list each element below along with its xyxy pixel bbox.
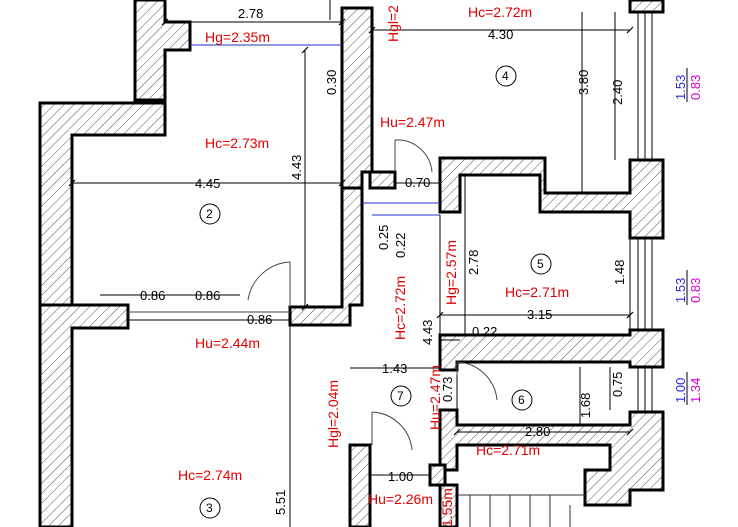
label-hu-2-26: Hu=2.26m <box>368 491 433 507</box>
label-hu-2-47-vertical: Hu=2.47m <box>427 365 443 430</box>
label-hu-2-47-top: Hu=2.47m <box>380 114 445 130</box>
window-frame-right <box>637 12 653 412</box>
dim-0-86-a: 0.86 <box>140 288 165 303</box>
room-marker-4: 4 <box>495 65 517 87</box>
room-marker-3: 3 <box>199 497 221 519</box>
dim-0-22-right: 0.22 <box>472 324 497 339</box>
room-marker-6: 6 <box>511 389 533 411</box>
room-marker-2: 2 <box>199 203 221 225</box>
window2-height: 0.83 <box>688 278 703 303</box>
room-number-7: 7 <box>397 389 404 403</box>
wall-center-mid <box>288 186 364 327</box>
label-hc-2-74: Hc=2.74m <box>178 467 242 483</box>
dim-2-40: 2.40 <box>610 80 625 105</box>
door-room7 <box>371 411 413 451</box>
stairs <box>457 494 585 527</box>
dim-2-80: 2.80 <box>525 424 550 439</box>
dim-2-78-right: 2.78 <box>466 250 481 275</box>
window1-width: 1.53 <box>673 75 688 100</box>
dim-0-86-b: 0.86 <box>195 288 220 303</box>
dim-4-45: 4.45 <box>195 176 220 191</box>
dim-2-78-top: 2.78 <box>238 6 263 21</box>
dim-3-15: 3.15 <box>527 307 552 322</box>
label-hgl-top: Hgl=2 <box>385 5 401 42</box>
dimension-lines <box>68 0 634 527</box>
wall-left-outer <box>133 0 192 102</box>
label-hc-2-73: Hc=2.73m <box>205 135 269 151</box>
wall-left-lower <box>38 303 130 527</box>
label-hgl-2-04: Hgl=2.04m <box>325 380 341 448</box>
dim-0-30: 0.30 <box>324 70 339 95</box>
window3-width: 1.00 <box>673 378 688 403</box>
dim-4-43-lower: 4.43 <box>420 320 435 345</box>
window3-height: 1.34 <box>688 378 703 403</box>
wall-top-right <box>628 0 665 14</box>
wall-stub-070 <box>368 170 397 190</box>
dim-0-70: 0.70 <box>405 175 430 190</box>
dim-1-43: 1.43 <box>382 361 407 376</box>
wall-room5-top <box>438 156 665 240</box>
dim-5-51: 5.51 <box>273 490 288 515</box>
dim-1-48: 1.48 <box>612 260 627 285</box>
door-room2 <box>247 261 291 305</box>
label-hc-2-71-room5: Hc=2.71m <box>505 284 569 300</box>
window2-width: 1.53 <box>673 278 688 303</box>
window1-height: 0.83 <box>688 75 703 100</box>
dim-3-80: 3.80 <box>576 70 591 95</box>
label-hc-2-72-vertical: Hc=2.72m <box>392 276 408 340</box>
dim-0-22-left: 0.22 <box>393 233 408 258</box>
room-number-2: 2 <box>206 207 213 221</box>
label-hg-2-35: Hg=2.35m <box>205 29 270 45</box>
label-hc-2-71-room6: Hc=2.71m <box>476 442 540 458</box>
dim-0-75: 0.75 <box>610 372 625 397</box>
dim-0-73: 0.73 <box>440 377 455 402</box>
dim-1-00: 1.00 <box>388 469 413 484</box>
dim-4-30: 4.30 <box>488 27 513 42</box>
dim-4-43-upper: 4.43 <box>289 155 304 180</box>
dim-1-68: 1.68 <box>578 393 593 418</box>
label-hu-2-44: Hu=2.44m <box>195 335 260 351</box>
door-room6 <box>456 361 498 405</box>
dim-0-25: 0.25 <box>376 225 391 250</box>
wall-room7-stub <box>428 463 447 487</box>
wall-bottom-right <box>438 483 459 527</box>
door-upper-center <box>394 139 433 173</box>
room-number-6: 6 <box>518 393 525 407</box>
label-hg-2-57: Hg=2.57m <box>443 240 459 305</box>
label-hg-1-55: 1.55m <box>439 488 455 527</box>
wall-room6-bottom <box>438 408 665 507</box>
dim-0-86-c: 0.86 <box>247 312 272 327</box>
room-number-5: 5 <box>537 257 544 271</box>
room-number-3: 3 <box>206 501 213 515</box>
wall-left-upper <box>38 101 167 307</box>
room-marker-5: 5 <box>530 253 552 275</box>
room-number-4: 4 <box>502 69 509 83</box>
wall-center-lower <box>348 443 372 527</box>
room-marker-7: 7 <box>390 385 412 407</box>
wall-center-top <box>340 6 374 190</box>
label-hc-2-72-top: Hc=2.72m <box>468 4 532 20</box>
